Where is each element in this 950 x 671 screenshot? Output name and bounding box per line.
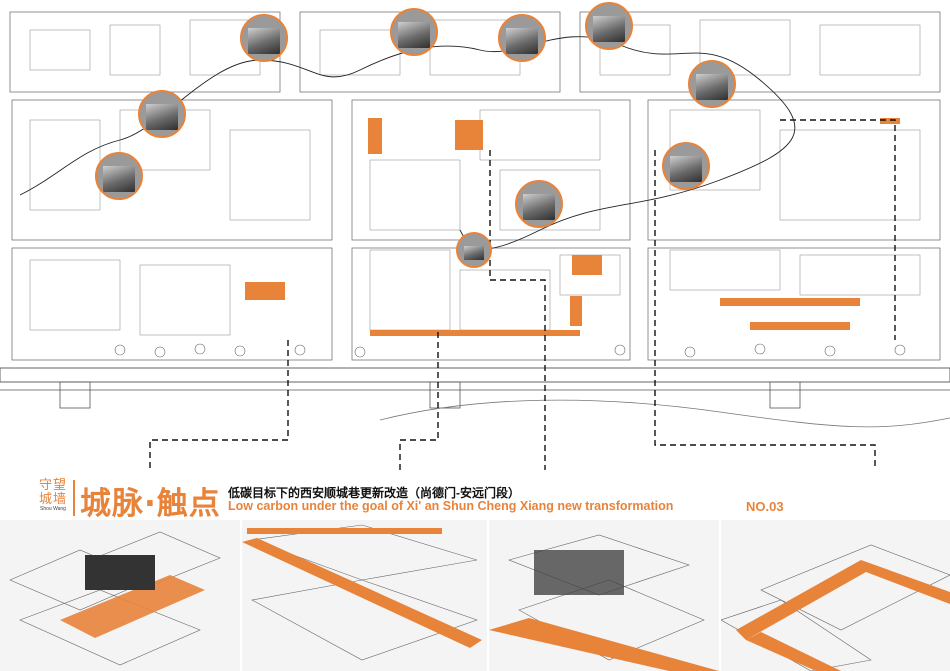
- photo-circle: [390, 8, 438, 56]
- photo-circle: [585, 2, 633, 50]
- photo-circle: [498, 14, 546, 62]
- city-blocks: [9, 11, 941, 361]
- photo-circle: [456, 232, 492, 268]
- photo-circle: [240, 14, 288, 62]
- axonometric-drawing-2: [242, 524, 482, 661]
- tree-row: [114, 343, 906, 358]
- photo-circle: [138, 90, 186, 138]
- photo-circle: [688, 60, 736, 108]
- brand-name-cn-1: 守望: [38, 477, 67, 492]
- photo-circle: [515, 180, 563, 228]
- photo-circle: [662, 142, 710, 190]
- brand-logo: 守望 城墙 Shou Wang: [28, 477, 78, 513]
- intervention-sites: [245, 118, 900, 336]
- axonometric-drawing-3: [489, 534, 719, 671]
- sheet-number: NO.03: [746, 499, 784, 514]
- building-outlines: [29, 19, 921, 336]
- site-plan-drawing: [0, 11, 950, 521]
- brand-name-cn-2: 城墙: [38, 491, 67, 506]
- axonometric-panel-1: [0, 520, 240, 671]
- axonometric-drawing-1: [9, 531, 221, 666]
- axonometric-panel-3: [489, 520, 719, 671]
- main-title: 城脉·触点: [80, 486, 221, 522]
- axonometric-panel-4: [721, 520, 950, 671]
- city-wall: [0, 367, 950, 428]
- site-plan: [0, 2, 950, 521]
- brand-name-en: Shou Wang: [40, 506, 66, 512]
- subtitle-en: Low carbon under the goal of Xi' an Shun…: [228, 499, 674, 513]
- subtitle-cn: 低碳目标下的西安顺城巷更新改造（尚德门-安远门段）: [228, 486, 520, 500]
- route-line: [19, 36, 796, 250]
- photo-circle: [95, 152, 143, 200]
- axonometric-drawing-4: [721, 544, 950, 671]
- title-divider: [73, 480, 75, 516]
- axonometric-panel-2: [242, 520, 487, 671]
